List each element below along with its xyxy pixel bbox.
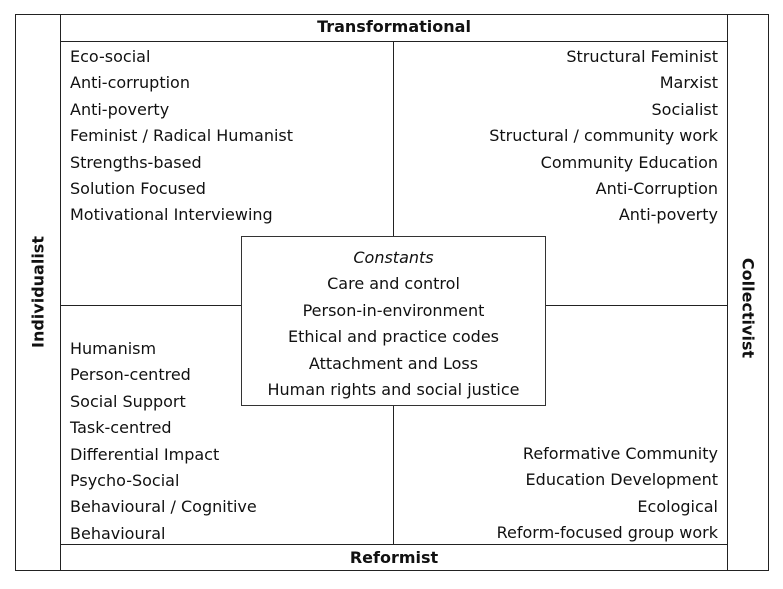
list-item: Reformative Community [522,444,718,463]
list-item: Social Support [70,391,186,411]
constants-item: Human rights and social justice [267,380,520,400]
right-band-divider [727,14,728,571]
quadrant-bottom-left-list: Humanism Person-centred Social Support T… [70,336,257,547]
frame-left-line [15,14,16,571]
list-item: Anti-poverty [618,205,718,225]
constants-item: Attachment and Loss [308,353,479,373]
frame-bottom-line [15,570,769,571]
list-item: Humanism [70,339,157,358]
list-item: Motivational Interviewing [70,205,273,225]
frame-right-line [768,14,769,571]
frame-top-line [15,14,769,15]
list-item: Strengths-based [70,152,202,172]
constants-item: Ethical and practice codes [288,327,499,347]
constants-box: Constants Care and control Person-in-env… [241,236,546,406]
list-item: Behavioural / Cognitive [70,497,257,517]
constants-item: Care and control [327,274,460,294]
constants-item: Person-in-environment [302,300,485,320]
list-item: Community Education [540,152,718,172]
list-item: Task-centred [70,418,172,438]
quadrant-top-left-list: Eco-social Anti-corruption Anti-poverty … [70,44,293,229]
list-item: Differential Impact [70,444,220,464]
list-item: Structural / community work [489,126,718,146]
list-item: Feminist / Radical Humanist [70,126,294,146]
list-item: Solution Focused [70,179,206,199]
left-band-divider [60,14,61,571]
list-item: Structural Feminist [566,47,718,66]
axis-label-top: Transformational [317,17,471,36]
list-item: Eco-social [70,47,151,66]
list-item: Psycho-Social [70,471,180,491]
list-item: Marxist [659,73,718,93]
quadrant-top-right-list: Structural Feminist Marxist Socialist St… [489,44,718,229]
list-item: Anti-corruption [70,73,190,93]
list-item: Person-centred [70,365,191,385]
top-band-divider [60,41,728,42]
list-item: Socialist [651,99,719,119]
list-item: Reform-focused group work [496,523,718,543]
axis-label-right: Collectivist [738,257,758,359]
list-item: Anti-Corruption [595,179,718,199]
bottom-band-divider [60,544,728,545]
list-item: Ecological [637,496,718,516]
list-item: Behavioural [70,523,166,543]
axis-label-left: Individualist [28,236,48,348]
axis-label-bottom: Reformist [349,548,439,567]
constants-heading: Constants [353,248,434,267]
list-item: Anti-poverty [70,99,170,119]
quadrant-bottom-right-list: Reformative Community Education Developm… [497,441,718,547]
list-item: Education Development [525,470,718,490]
